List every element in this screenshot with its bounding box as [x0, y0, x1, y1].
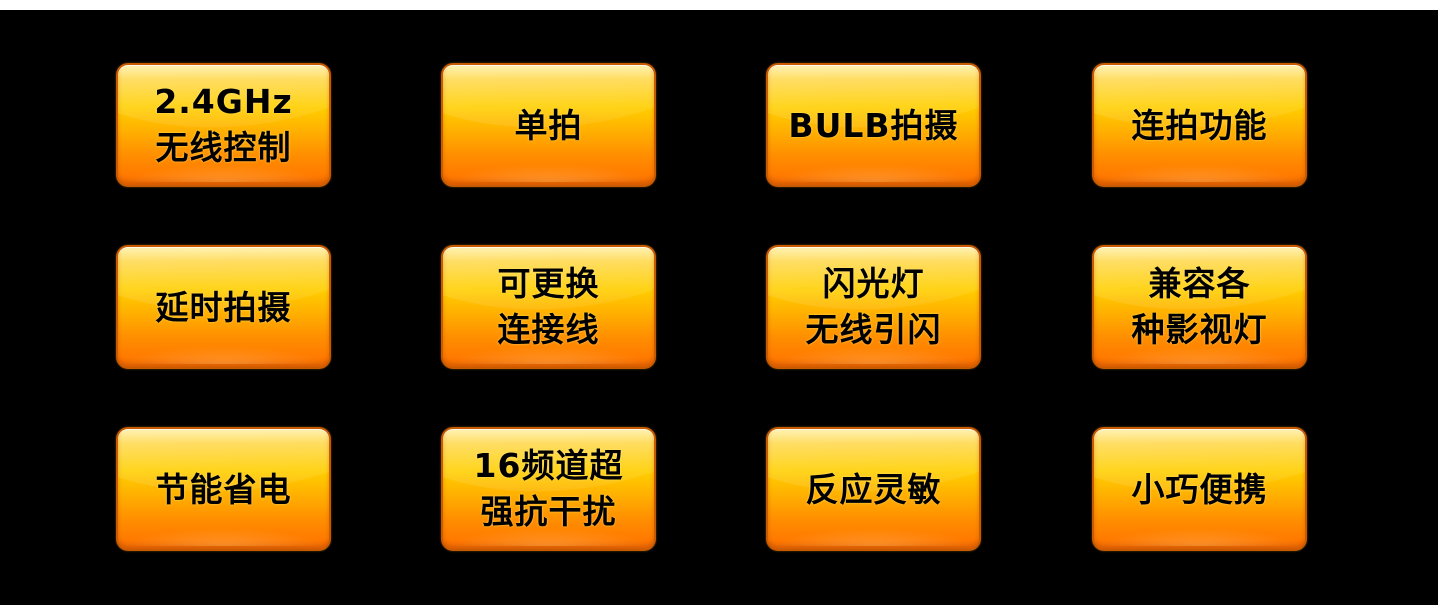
feature-button-replaceable-cable[interactable]: 可更换 连接线 [441, 245, 656, 369]
feature-label: 16频道超 强抗干扰 [474, 443, 624, 535]
feature-button-16-channels[interactable]: 16频道超 强抗干扰 [441, 427, 656, 551]
feature-label: 小巧便携 [1132, 467, 1268, 513]
feature-label-line-1: 连拍功能 [1131, 106, 1268, 145]
feature-label: 延时拍摄 [156, 285, 292, 331]
feature-label-line-2: 无线引闪 [805, 310, 942, 349]
feature-label: 单拍 [515, 103, 583, 149]
feature-button-video-light-compatible[interactable]: 兼容各 种影视灯 [1092, 245, 1307, 369]
feature-button-wireless-control[interactable]: 2.4GHz 无线控制 [116, 63, 331, 187]
feature-button-flash-wireless-trigger[interactable]: 闪光灯 无线引闪 [766, 245, 981, 369]
feature-panel: 2.4GHz 无线控制 单拍 BULB拍摄 连拍功能 延时拍摄 可更换 连接线 … [0, 10, 1438, 605]
feature-label-line-1: 闪光灯 [822, 264, 925, 303]
feature-label-line-1: 延时拍摄 [155, 288, 292, 327]
feature-label: 反应灵敏 [806, 467, 942, 513]
feature-label-line-1: 16频道超 [473, 446, 624, 485]
feature-button-power-saving[interactable]: 节能省电 [116, 427, 331, 551]
feature-button-responsive[interactable]: 反应灵敏 [766, 427, 981, 551]
feature-label-line-1: 反应灵敏 [805, 470, 942, 509]
feature-label-line-2: 强抗干扰 [480, 492, 617, 531]
feature-label-line-1: 可更换 [497, 264, 600, 303]
feature-button-compact-portable[interactable]: 小巧便携 [1092, 427, 1307, 551]
feature-label-line-2: 连接线 [497, 310, 600, 349]
feature-label: 兼容各 种影视灯 [1132, 261, 1268, 353]
feature-button-continuous-shooting[interactable]: 连拍功能 [1092, 63, 1307, 187]
feature-button-bulb-shooting[interactable]: BULB拍摄 [766, 63, 981, 187]
feature-label: 节能省电 [156, 467, 292, 513]
feature-label: 闪光灯 无线引闪 [806, 261, 942, 353]
feature-label-line-2: 种影视灯 [1131, 310, 1268, 349]
feature-label: BULB拍摄 [788, 103, 958, 149]
feature-button-timelapse[interactable]: 延时拍摄 [116, 245, 331, 369]
feature-button-single-shot[interactable]: 单拍 [441, 63, 656, 187]
feature-label-line-1: 兼容各 [1148, 264, 1251, 303]
feature-label: 2.4GHz 无线控制 [154, 79, 292, 171]
feature-label-line-1: 单拍 [514, 106, 583, 145]
feature-label: 可更换 连接线 [498, 261, 600, 353]
feature-label-line-1: BULB拍摄 [788, 106, 959, 145]
feature-label: 连拍功能 [1132, 103, 1268, 149]
feature-label-line-1: 小巧便携 [1131, 470, 1268, 509]
feature-label-line-1: 节能省电 [155, 470, 292, 509]
feature-label-line-2: 无线控制 [155, 128, 292, 167]
feature-label-line-1: 2.4GHz [154, 82, 293, 121]
